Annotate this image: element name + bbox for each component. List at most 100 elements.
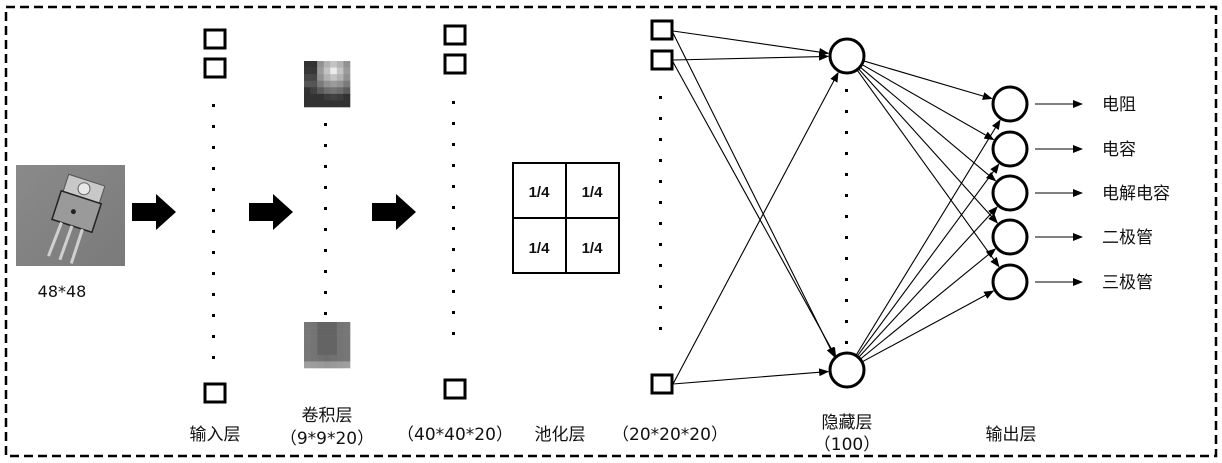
feature-pixel <box>304 335 311 343</box>
feature-pixel <box>343 93 351 101</box>
ellipsis-dot <box>324 165 327 168</box>
ellipsis-dot <box>212 167 215 170</box>
feature-pixel <box>310 87 318 95</box>
feature-pixel <box>323 328 331 336</box>
feature-pixel <box>343 61 351 68</box>
ellipsis-dot <box>845 278 848 281</box>
ellipsis-dot <box>659 96 662 99</box>
pooling-kernel-grid: 1/4 1/4 1/4 1/4 <box>512 162 620 274</box>
ellipsis-dot <box>324 312 327 315</box>
input-image <box>16 165 125 266</box>
ellipsis-dot <box>845 341 848 344</box>
feature-pixel <box>323 80 331 88</box>
feature-pixel <box>330 328 338 336</box>
output-class-label: 二极管 <box>1102 228 1153 248</box>
block-arrow-icon <box>132 194 176 230</box>
feature-pixel <box>343 348 351 356</box>
output-neuron <box>991 130 1029 168</box>
ellipsis-dot <box>845 131 848 134</box>
ellipsis-dot <box>212 104 215 107</box>
feature-pixel <box>304 361 311 369</box>
ellipsis-dot <box>452 290 455 293</box>
ellipsis-dot <box>845 173 848 176</box>
ellipsis-dot <box>845 89 848 92</box>
ellipsis-dot <box>324 144 327 147</box>
ellipsis-dot <box>659 285 662 288</box>
feature-pixel <box>343 341 351 349</box>
feature-pixel <box>317 361 325 369</box>
feature-pixel <box>330 354 338 362</box>
feature-pixel <box>304 93 311 101</box>
pool-cell: 1/4 <box>529 184 551 201</box>
feature-pixel <box>317 74 325 82</box>
feature-pixel <box>330 361 338 369</box>
feature-pixel <box>336 74 344 82</box>
feature-pixel <box>336 87 344 95</box>
feature-pixel <box>343 74 351 82</box>
feature-pixel <box>310 61 318 68</box>
feature-pixel <box>330 100 338 108</box>
ellipsis-dot <box>452 101 455 104</box>
feature-pixel <box>330 61 338 68</box>
feature-pixel <box>317 328 325 336</box>
feature-pixel <box>343 87 351 95</box>
feature-pixel <box>310 341 318 349</box>
feature-pixel <box>317 80 325 88</box>
ellipsis-dot <box>212 314 215 317</box>
ellipsis-dot <box>659 306 662 309</box>
feature-pixel <box>310 328 318 336</box>
feature-pixel <box>323 361 331 369</box>
feature-pixel <box>323 341 331 349</box>
block-arrow-icon <box>249 194 293 230</box>
output-neuron <box>991 85 1029 123</box>
block-arrow-icon <box>372 194 416 230</box>
feature-pixel <box>317 61 325 68</box>
ellipsis-dot <box>212 230 215 233</box>
neuron-square <box>203 57 227 79</box>
hidden-layer-label: 隐藏层 <box>822 413 873 433</box>
feature-pixel <box>310 322 318 329</box>
ellipsis-dot <box>845 110 848 113</box>
feature-pixel <box>323 100 331 108</box>
feature-pixel <box>304 67 311 75</box>
connection-arrow <box>672 30 830 56</box>
output-layer-label: 输出层 <box>986 425 1037 445</box>
ellipsis-dot <box>212 356 215 359</box>
connection-arrow <box>672 32 835 358</box>
feature-pixel <box>336 348 344 356</box>
ellipsis-dot <box>452 206 455 209</box>
feature-pixel <box>330 335 338 343</box>
feature-pixel <box>310 80 318 88</box>
feature-pixel <box>336 335 344 343</box>
feature-map-top <box>304 61 351 108</box>
ellipsis-dot <box>452 332 455 335</box>
feature-pixel <box>304 354 311 362</box>
feature-pixel <box>330 87 338 95</box>
feature-pixel <box>323 93 331 101</box>
feature-pixel <box>343 354 351 362</box>
connection-arrow <box>856 163 1000 357</box>
feature-pixel <box>330 93 338 101</box>
ellipsis-dot <box>845 299 848 302</box>
feature-pixel <box>323 61 331 68</box>
feature-pixel <box>304 322 311 329</box>
pool-layer-label: 池化层 <box>535 425 586 445</box>
neuron-square <box>650 49 674 71</box>
ellipsis-dot <box>659 117 662 120</box>
feature-pixel <box>310 93 318 101</box>
feature-pixel <box>317 87 325 95</box>
feature-pixel <box>304 74 311 82</box>
neuron-square <box>443 378 467 400</box>
connection-arrow <box>856 69 1000 268</box>
feature-pixel <box>304 61 311 68</box>
feature-pixel <box>336 361 344 369</box>
ellipsis-dot <box>452 248 455 251</box>
ellipsis-dot <box>845 320 848 323</box>
conv-layer-size: （9*9*20） <box>280 429 374 449</box>
feature-pixel <box>317 348 325 356</box>
feature-pixel <box>330 341 338 349</box>
feature-pixel <box>304 328 311 336</box>
feature-pixel <box>336 61 344 68</box>
pool-cell: 1/4 <box>582 184 604 201</box>
feature-pixel <box>310 335 318 343</box>
